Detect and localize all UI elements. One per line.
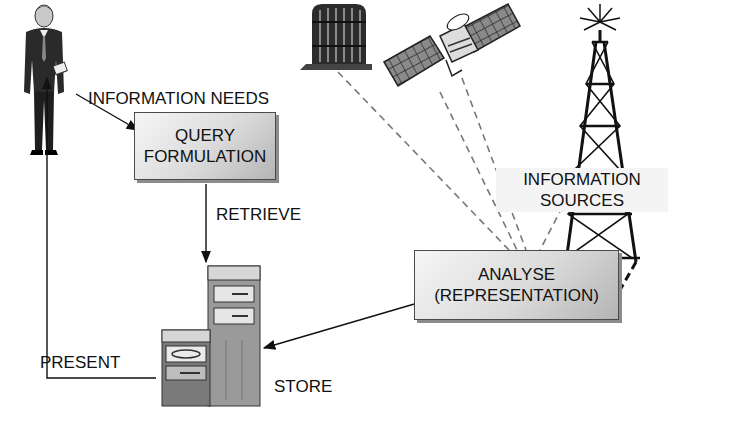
- source-lines: [338, 72, 568, 250]
- flow-label: STORE: [274, 376, 332, 397]
- box-text: ANALYSE (REPRESENTATION): [419, 264, 614, 306]
- process-box: QUERY FORMULATION: [134, 112, 276, 180]
- person-figure: [24, 5, 67, 155]
- derrick-icon: [562, 4, 640, 262]
- flow-label: RETRIEVE: [216, 204, 301, 225]
- source-line: [620, 262, 636, 290]
- process-box: ANALYSE (REPRESENTATION): [414, 250, 619, 320]
- satellite-icon: [384, 4, 520, 86]
- flow-label: INFORMATION SOURCES: [496, 168, 668, 212]
- flow-label: INFORMATION NEEDS: [88, 88, 269, 109]
- box-text: QUERY FORMULATION: [139, 125, 271, 167]
- server-icon: [162, 266, 260, 406]
- flow-arrows: [47, 78, 428, 378]
- archive-icon: [300, 4, 372, 70]
- flow-label: PRESENT: [40, 352, 120, 373]
